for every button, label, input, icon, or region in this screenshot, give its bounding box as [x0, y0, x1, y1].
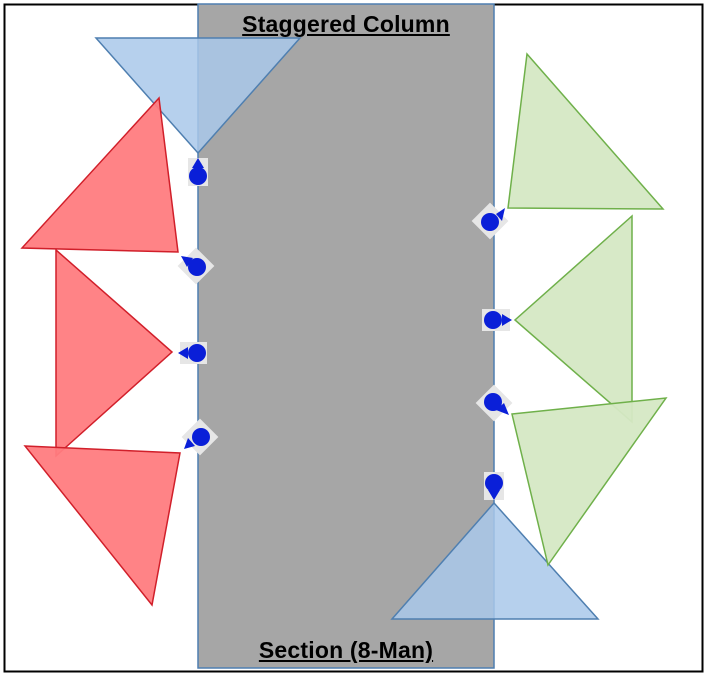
sector-left-red-3	[23, 445, 181, 607]
sector-left-red-1	[20, 96, 179, 253]
column-road	[197, 3, 495, 669]
soldier-right-2	[482, 309, 512, 331]
sector-left-red-2	[55, 248, 174, 458]
soldier-left-2	[177, 247, 215, 285]
soldier-left-1	[188, 158, 208, 186]
diagram-title: Staggered Column	[242, 11, 450, 37]
sector-right-green-1	[507, 52, 665, 210]
soldier-left-3	[178, 342, 207, 364]
sector-front-top-blue	[94, 37, 302, 155]
sector-rear-bottom-blue	[390, 501, 600, 620]
sector-right-green-2	[513, 214, 633, 424]
soldier-right-3	[475, 384, 513, 422]
soldier-right-1	[471, 202, 509, 240]
diagram-subtitle: Section (8-Man)	[258, 637, 434, 663]
soldier-right-4	[484, 472, 504, 500]
sector-right-green-3	[511, 397, 668, 567]
soldier-left-4	[181, 418, 219, 456]
